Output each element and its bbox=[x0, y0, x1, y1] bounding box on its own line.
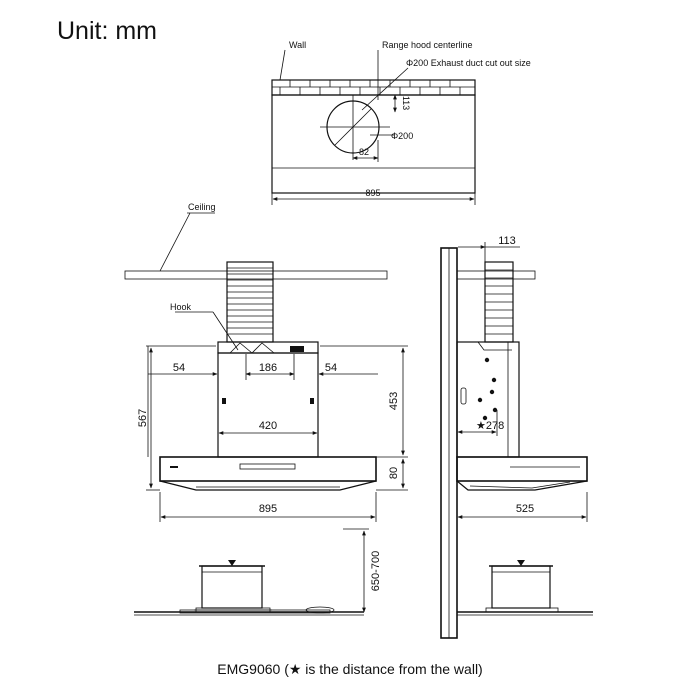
dim-front-420: 420 bbox=[259, 420, 277, 432]
top-view-hood-outline bbox=[271, 94, 476, 194]
dim-top-113: 113 bbox=[401, 96, 411, 110]
side-view: 113 ★278 bbox=[440, 235, 593, 639]
front-view: Ceiling Hook bbox=[124, 202, 408, 616]
centerline-label: Range hood centerline bbox=[382, 40, 473, 50]
front-hook-bracket bbox=[217, 341, 319, 354]
dim-front-567: 567 bbox=[137, 409, 149, 427]
side-chimney bbox=[456, 341, 520, 458]
front-canopy bbox=[159, 456, 377, 491]
dim-front-453: 453 bbox=[388, 392, 400, 410]
side-flexible-duct bbox=[484, 261, 514, 343]
dim-side-525: 525 bbox=[516, 503, 534, 515]
wall-label: Wall bbox=[289, 40, 306, 50]
side-wall bbox=[440, 247, 458, 639]
ceiling-leader bbox=[159, 212, 191, 272]
hook-label: Hook bbox=[170, 302, 192, 312]
front-flexible-duct bbox=[226, 261, 274, 343]
dim-front-80: 80 bbox=[388, 467, 400, 479]
unit-label: Unit: mm bbox=[57, 17, 157, 45]
dim-top-895: 895 bbox=[365, 188, 380, 198]
wall-leader bbox=[279, 49, 286, 81]
hook-leader bbox=[212, 311, 239, 351]
dim-front-650-700: 650-700 bbox=[370, 551, 382, 591]
dim-top-diameter: Φ200 bbox=[391, 131, 413, 141]
front-pot bbox=[194, 560, 272, 613]
duct-leader bbox=[361, 67, 409, 111]
side-pot bbox=[485, 560, 559, 613]
dim-front-54-right: 54 bbox=[325, 362, 337, 374]
dim-front-54-left: 54 bbox=[173, 362, 185, 374]
side-canopy bbox=[456, 456, 588, 491]
top-view: Wall Range hood centerline Φ200 Exhaust … bbox=[271, 40, 531, 205]
front-ceiling bbox=[124, 270, 388, 280]
front-cooktop bbox=[134, 606, 364, 616]
dim-top-82: 82 bbox=[359, 147, 369, 157]
ceiling-label: Ceiling bbox=[188, 202, 216, 212]
top-view-wall bbox=[271, 79, 476, 96]
dim-front-895: 895 bbox=[259, 503, 277, 515]
duct-label: Φ200 Exhaust duct cut out size bbox=[406, 58, 531, 68]
model-caption: EMG9060 (★ is the distance from the wall… bbox=[217, 661, 482, 677]
side-ceiling bbox=[456, 270, 536, 280]
dim-side-278: ★278 bbox=[476, 420, 504, 432]
dim-side-113: 113 bbox=[498, 235, 516, 247]
dim-front-186: 186 bbox=[259, 362, 277, 374]
